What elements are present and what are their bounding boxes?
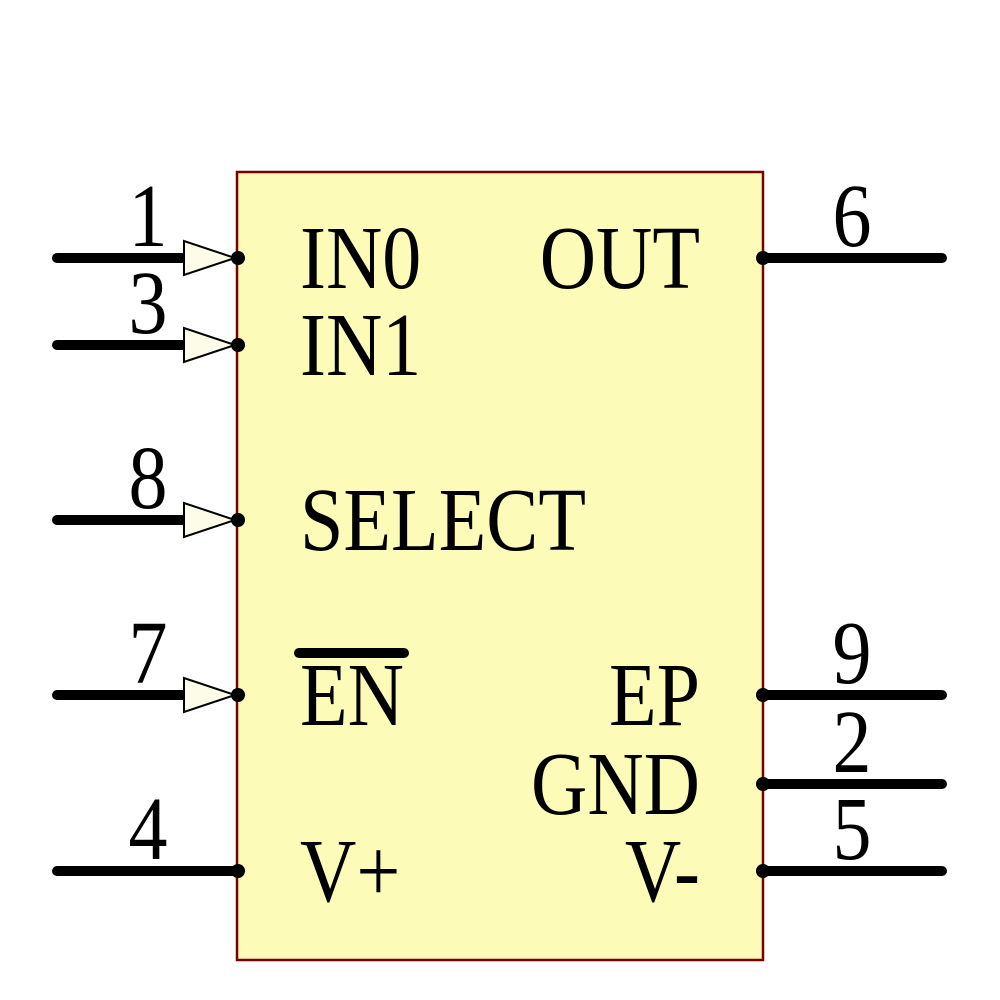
pin-8-connection-dot (231, 513, 245, 527)
pin-2-gnd: 2 GND (531, 693, 947, 835)
pin-1-label: IN0 (300, 209, 421, 309)
pin-7-connection-dot (231, 688, 245, 702)
pin-6-connection-dot (756, 251, 770, 265)
pin-3-label: IN1 (300, 296, 421, 396)
pin-5-connection-dot (756, 864, 770, 878)
pin-4-label: V+ (300, 822, 400, 922)
pin-9-number: 9 (833, 604, 872, 704)
pin-9-connection-dot (756, 688, 770, 702)
pin-7-en: 7 EN (52, 604, 409, 746)
input-arrow-icon (183, 501, 239, 539)
pin-6-out: 6 OUT (540, 167, 947, 309)
input-arrow-icon (183, 676, 239, 714)
pin-2-label: GND (531, 735, 700, 835)
pin-9-label: EP (609, 646, 700, 746)
pin-3-connection-dot (231, 338, 245, 352)
pin-1-in0: 1 IN0 (52, 167, 421, 309)
pin-4-number: 4 (129, 780, 168, 880)
pin-3-in1: 3 IN1 (52, 254, 421, 396)
pin-1-connection-dot (231, 251, 245, 265)
pin-7-number: 7 (129, 604, 168, 704)
pin-4-connection-dot (231, 864, 245, 878)
pin-2-number: 2 (833, 693, 872, 793)
component-body (235, 170, 765, 962)
pin-1-number: 1 (129, 167, 168, 267)
pin-8-number: 8 (129, 429, 168, 529)
pin-5-number: 5 (833, 780, 872, 880)
pin-8-label: SELECT (300, 471, 586, 571)
pin-6-label: OUT (540, 209, 700, 309)
input-arrow-icon (183, 326, 239, 364)
input-arrow-icon (183, 239, 239, 277)
pin-7-label: EN (300, 646, 404, 746)
pin-5-label: V- (625, 822, 700, 922)
pin-8-select: 8 SELECT (52, 429, 586, 571)
pin-6-number: 6 (833, 167, 872, 267)
pin-5-vminus: 5 V- (625, 780, 947, 922)
pin-3-number: 3 (129, 254, 168, 354)
pin-9-ep: 9 EP (609, 604, 947, 746)
pin-2-connection-dot (756, 777, 770, 791)
pin-4-vplus: 4 V+ (52, 780, 400, 922)
